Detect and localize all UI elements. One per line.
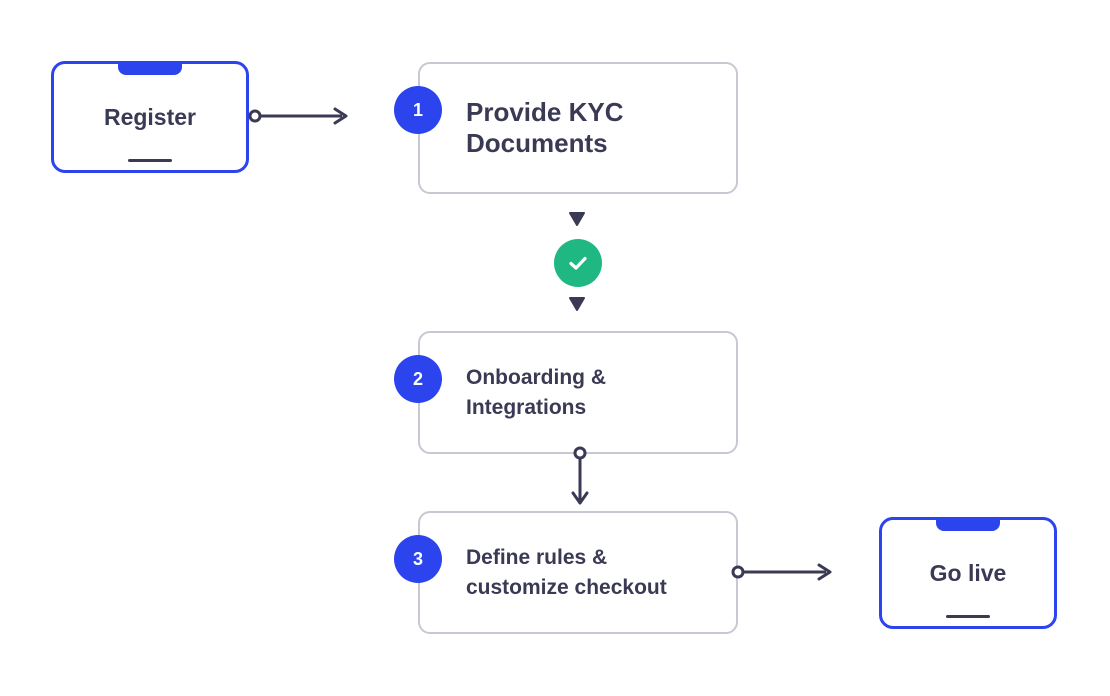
arrow-down-icon [569, 297, 585, 311]
arrow-down-icon [569, 212, 585, 226]
register-node: Register [51, 61, 249, 173]
phone-home-bar [128, 159, 172, 162]
register-label: Register [103, 103, 197, 130]
golive-label: Go live [929, 559, 1007, 586]
step-3-label-line-1: Define rules & [466, 546, 608, 570]
connector-step3-to-golive [731, 563, 832, 581]
step-3-box: Define rules & customize checkout [418, 511, 738, 634]
connector-register-to-step1 [248, 107, 348, 125]
connector-step2-to-step3 [571, 446, 589, 505]
step-3-number-badge: 3 [394, 535, 442, 583]
step-2-label-line-1: Onboarding & [466, 366, 606, 390]
step-3-label: Define rules & customize checkout [466, 543, 667, 602]
step-2-box: Onboarding & Integrations [418, 331, 738, 454]
phone-home-bar [946, 615, 990, 618]
step-3-label-line-2: customize checkout [466, 575, 667, 599]
check-icon [554, 239, 602, 287]
step-1-label: Provide KYC Documents [466, 97, 624, 159]
step-2-number-badge: 2 [394, 355, 442, 403]
golive-node: Go live [879, 517, 1057, 629]
step-1-number-badge: 1 [394, 86, 442, 134]
step-1-label-line-2: Documents [466, 128, 608, 158]
step-2-label-line-2: Integrations [466, 395, 587, 419]
phone-notch [936, 517, 1000, 531]
phone-notch [118, 61, 182, 75]
step-2-label: Onboarding & Integrations [466, 363, 606, 422]
step-1-label-line-1: Provide KYC [466, 96, 624, 127]
